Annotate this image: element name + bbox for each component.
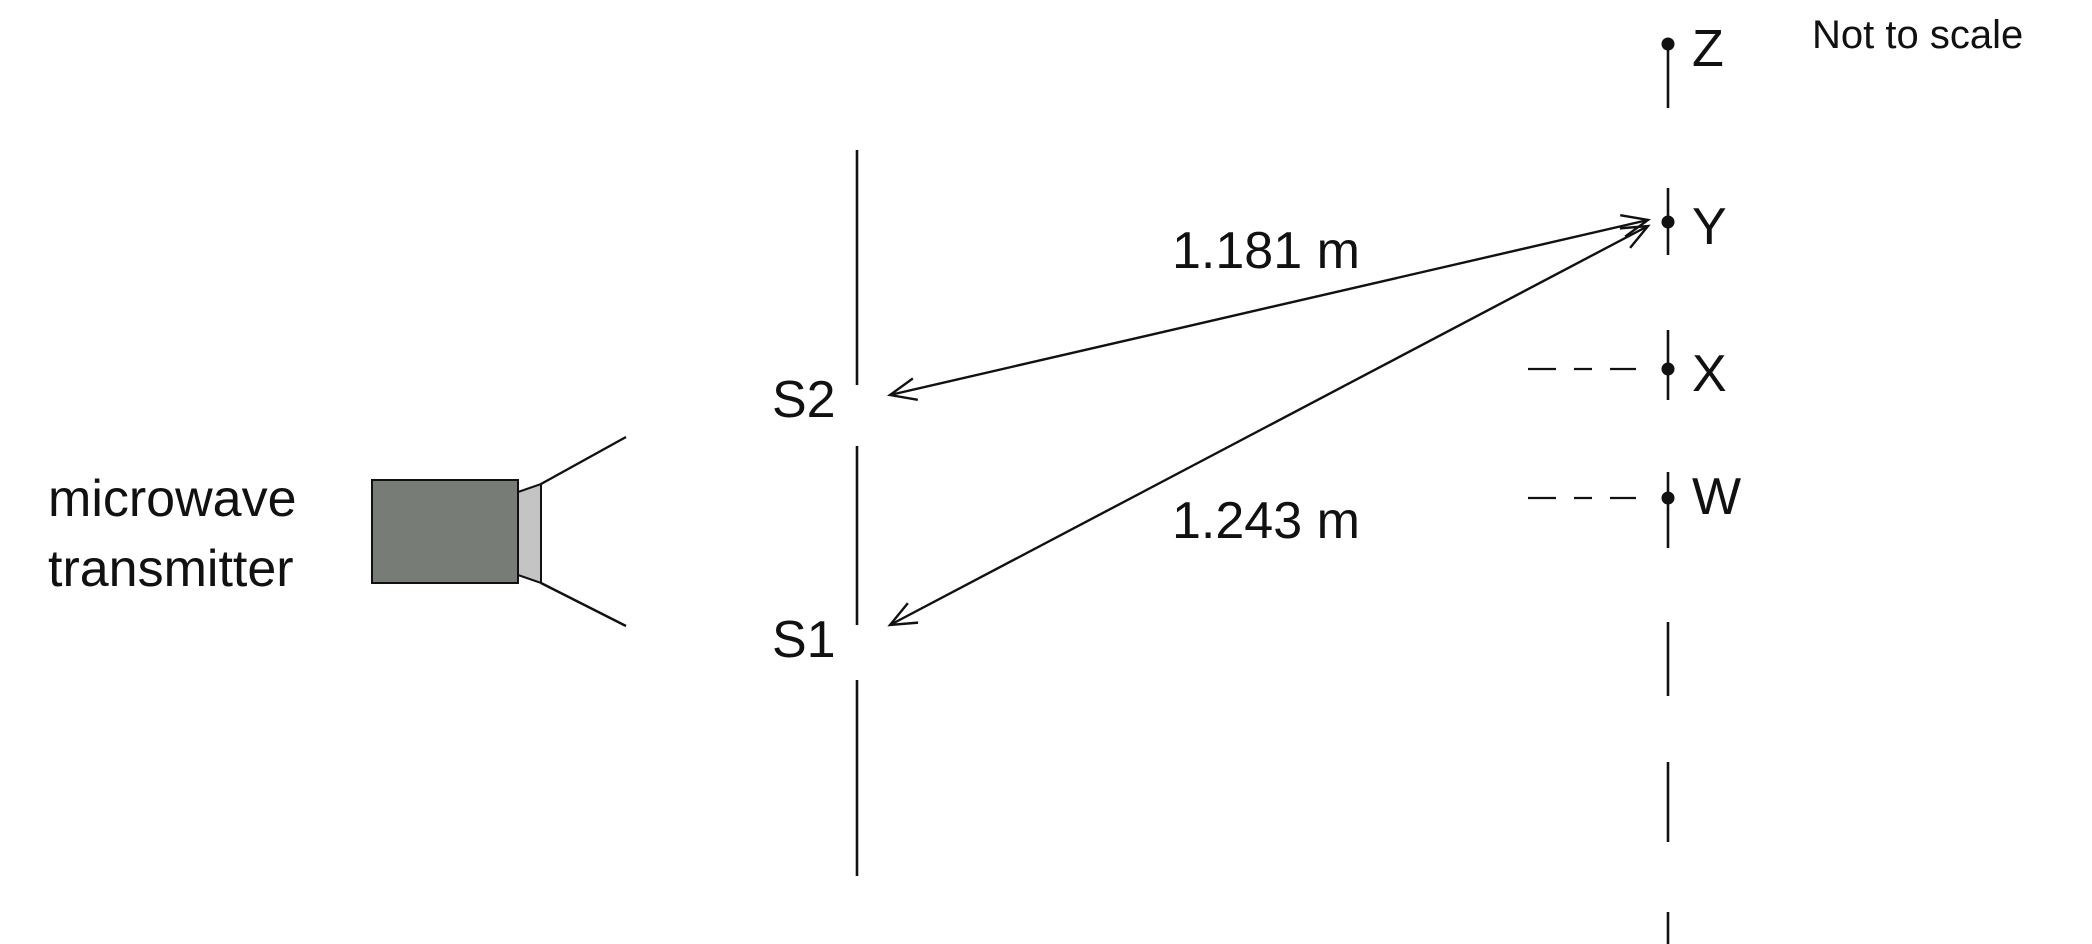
point-x [1661,362,1675,376]
transmitter-body [371,479,519,584]
distance-label-s2-y: 1.181 m [1172,222,1360,280]
point-z [1661,37,1675,51]
not-to-scale-note: Not to scale [1812,13,2023,57]
point-label-y: Y [1692,198,1727,256]
path-arrow-s1-y [890,226,1648,625]
microwave-transmitter [371,435,627,628]
point-label-x: X [1692,345,1727,403]
beam-edge-lower [540,581,627,628]
transmitter-horn [517,482,542,585]
slit-label-s1: S1 [772,611,836,669]
slit-label-s2: S2 [772,371,836,429]
point-label-z: Z [1692,20,1724,78]
transmitter-label-line1: microwave [48,470,297,528]
point-y [1661,215,1675,229]
transmitter-label-line2: transmitter [48,540,294,598]
point-label-w: W [1692,468,1741,526]
distance-label-s1-y: 1.243 m [1172,492,1360,550]
point-w [1661,491,1675,505]
beam-edge-upper [540,435,627,486]
